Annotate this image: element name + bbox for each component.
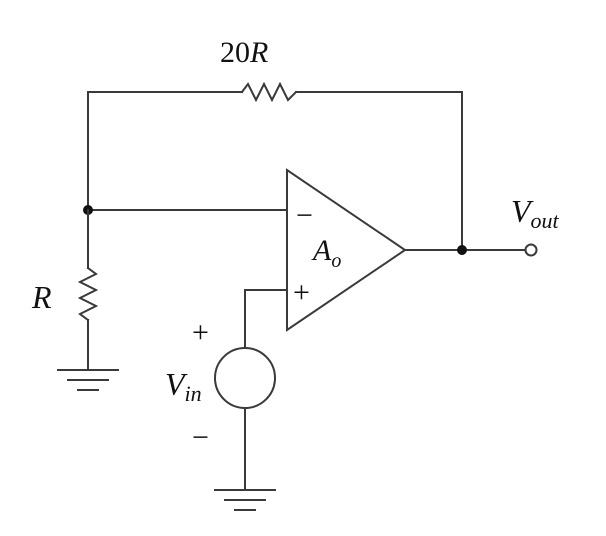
opamp-gain-label: Ao <box>311 234 341 272</box>
output-voltage-label: Vout <box>511 193 560 233</box>
feedback-wire-right <box>295 91 463 251</box>
voltage-source <box>214 347 276 409</box>
input-voltage-label: Vin <box>165 366 202 406</box>
ground-symbol-left <box>57 369 119 391</box>
source-minus-sign: − <box>192 421 209 454</box>
feedback-resistor <box>240 81 298 103</box>
ground-resistor-label: R <box>31 279 52 315</box>
output-terminal <box>524 243 538 257</box>
feedback-wire-left <box>87 91 243 211</box>
ground-resistor <box>77 266 99 322</box>
source-plus-sign: + <box>192 316 209 349</box>
noninverting-input-wire <box>244 289 288 349</box>
junction-node-right <box>457 245 467 255</box>
feedback-resistor-label: 20R <box>220 36 268 69</box>
ground-symbol-bottom <box>214 489 276 511</box>
opamp-noninverting-sign: + <box>293 276 310 309</box>
opamp-triangle <box>286 168 407 332</box>
opamp-inverting-sign: − <box>296 199 313 232</box>
